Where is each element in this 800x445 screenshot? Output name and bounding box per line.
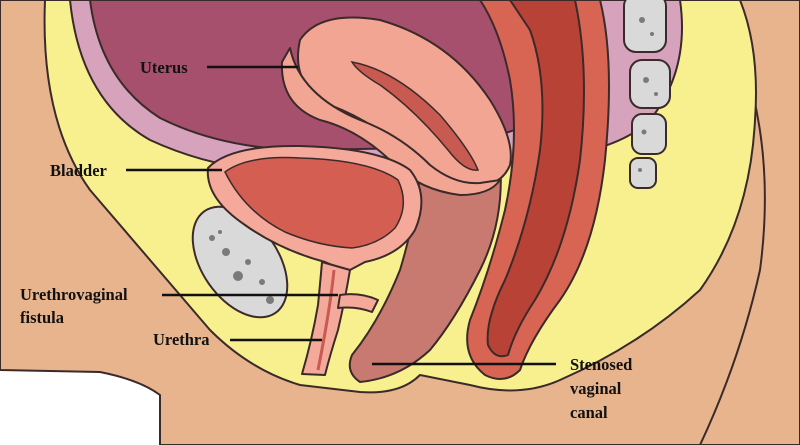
label-uterus: Uterus — [140, 58, 188, 77]
bladder — [206, 144, 423, 271]
label-stenosed-line2: vaginal — [570, 379, 622, 398]
rectum — [466, 0, 610, 380]
label-fistula-line2: fistula — [20, 308, 64, 327]
urethra-lumen — [316, 269, 336, 371]
label-stenosed-line1: Stenosed — [570, 355, 632, 374]
label-bladder: Bladder — [50, 161, 107, 180]
fistula-tract — [337, 293, 379, 313]
label-urethra: Urethra — [153, 330, 210, 349]
label-fistula-line1: Urethrovaginal — [20, 285, 128, 304]
spine-bones — [623, 0, 671, 189]
uterus — [280, 16, 512, 196]
label-stenosed-line3: canal — [570, 403, 608, 422]
